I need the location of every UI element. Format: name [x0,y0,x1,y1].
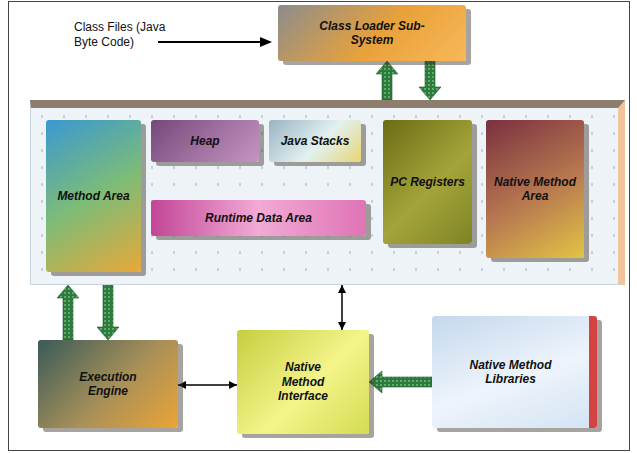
flow-arrow [419,61,441,100]
connector [338,285,346,330]
arrow-head [178,381,186,389]
input-arrow-head [260,37,272,47]
interface-box: Native Method Interface [237,330,369,434]
flow-arrow [376,61,398,100]
engine-box: Execution Engine [38,340,178,428]
memory-box: Heap [151,120,259,162]
connector [178,381,237,389]
arrow-head [229,381,237,389]
arrow-head [338,285,346,293]
loader-box: Class Loader Sub-System [278,5,466,61]
box-label: Execution Engine [63,370,153,399]
box-label: Heap [190,134,219,148]
box-label: Java Stacks [281,134,350,148]
box-label: Class Loader Sub-System [312,19,432,48]
input-arrow-shaft [158,41,262,43]
connector [57,285,79,340]
box-label: Native Method Libraries [451,358,571,387]
connector [376,61,398,100]
connector [369,371,432,393]
memory-box: Java Stacks [269,120,361,162]
box-label: Native Method Interface [263,360,343,403]
box-label: Method Area [57,189,129,203]
memory-box: PC Registers [383,120,472,244]
flow-arrow [57,285,79,340]
input-label: Class Files (Java Byte Code) [74,20,186,50]
flow-arrow [369,371,432,393]
outer-frame [9,2,630,451]
memory-box: Method Area [46,120,141,272]
connector-line [178,384,237,386]
box-label: Native Method Area [493,175,577,204]
connector [419,61,441,100]
box-label: Runtime Data Area [205,211,312,225]
runtime-panel: Method Area Heap Java StacksRuntime Data A… [30,100,625,285]
arrow-head [338,322,346,330]
memory-box: Runtime Data Area [151,200,366,236]
library-box: Native Method Libraries [432,316,597,428]
connector [97,285,119,340]
memory-box: Native Method Area [486,120,584,258]
box-label: PC Registers [390,175,465,189]
flow-arrow [97,285,119,340]
